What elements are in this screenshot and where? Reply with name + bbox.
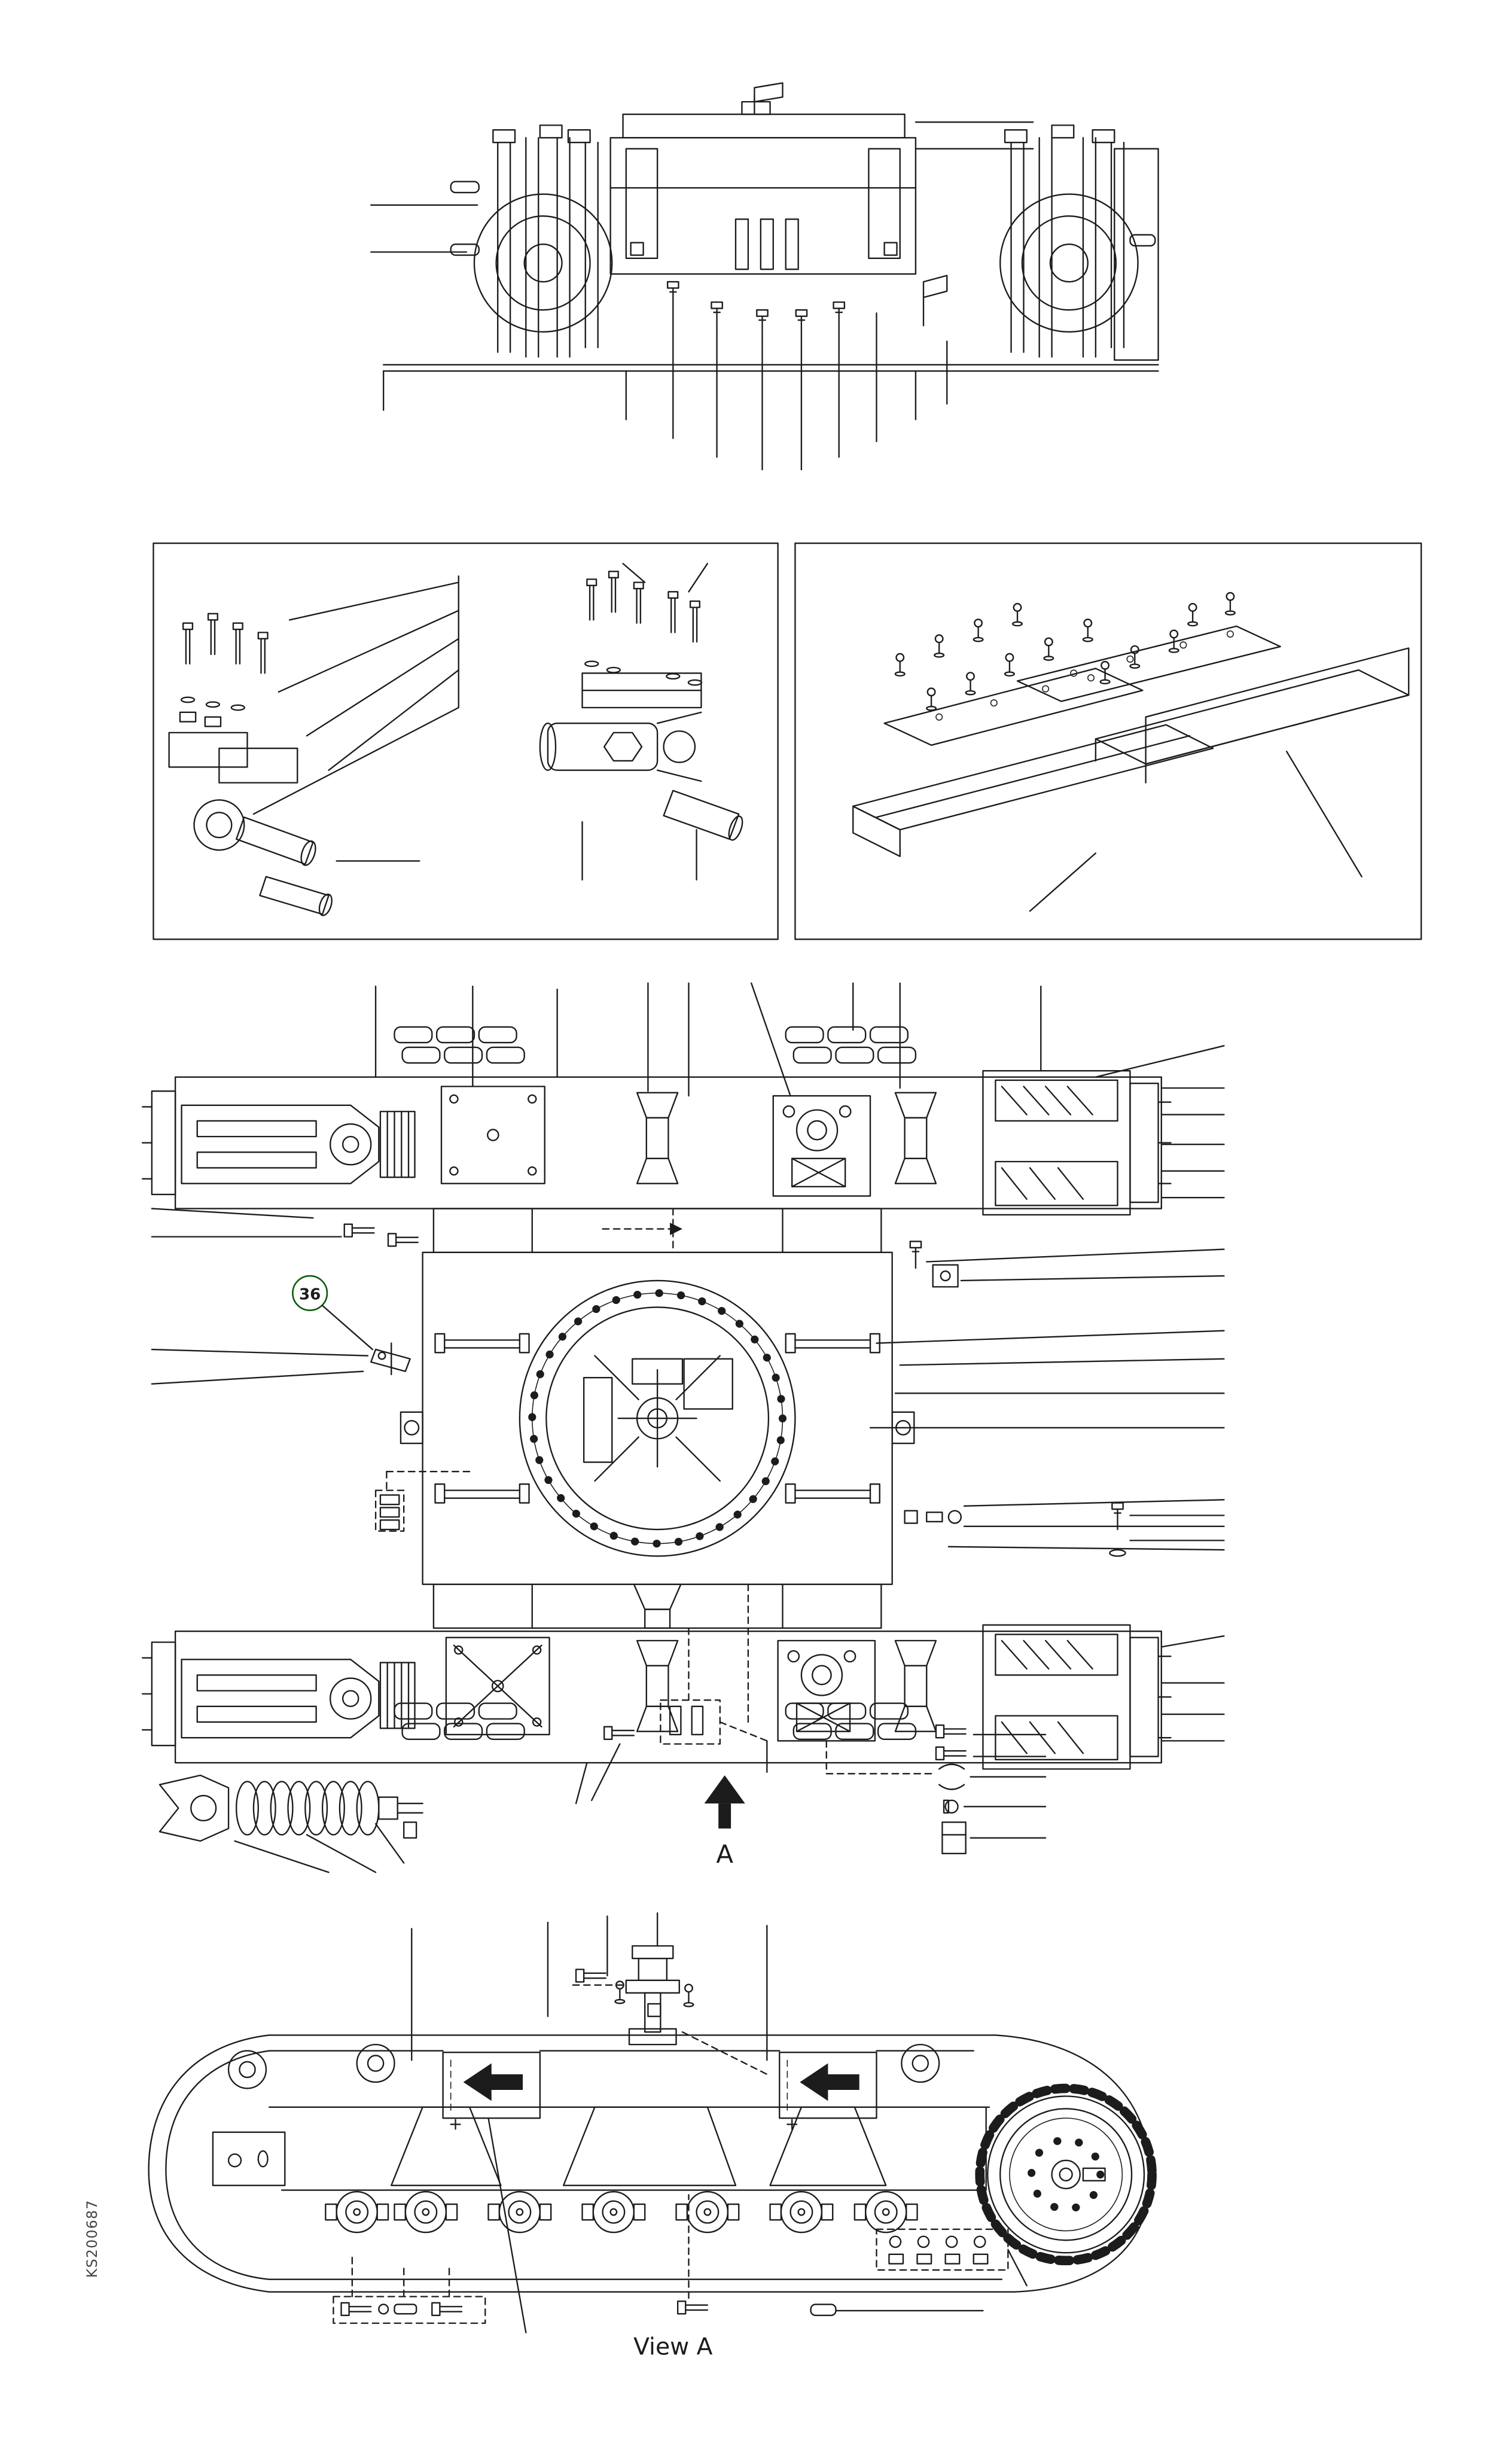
undercarriage-plan-view: 36 xyxy=(141,982,1225,1873)
front-elevation-view xyxy=(370,82,1159,471)
right-hardware xyxy=(869,1241,1225,1557)
top-side-frame xyxy=(141,1026,1225,1216)
bottom-fastener-callouts xyxy=(333,2194,984,2324)
view-direction-arrow-icon xyxy=(704,1775,745,1804)
left-roller-bogie xyxy=(450,124,613,358)
part-callout-36[interactable]: 36 xyxy=(292,1275,374,1351)
left-arrow-icon xyxy=(800,2063,859,2101)
car-body xyxy=(374,1208,915,1723)
callout-number: 36 xyxy=(299,1285,321,1303)
document-code: KS200687 xyxy=(84,2199,100,2278)
plan-top-leaders xyxy=(374,982,1042,1097)
pivot-mast xyxy=(614,1945,694,2046)
bottom-center-hardware xyxy=(575,1627,768,1805)
direction-decal-left xyxy=(442,2052,541,2130)
recoil-spring-assembly xyxy=(158,1774,423,1873)
section-arrow-marker: A xyxy=(704,1775,745,1869)
direction-decal-right xyxy=(779,2052,877,2130)
drive-sprocket xyxy=(975,2083,1157,2266)
center-frame xyxy=(609,82,917,275)
view-a-caption: View A xyxy=(633,2333,713,2360)
track-side-view: View A xyxy=(148,1912,1157,2360)
elevation-leader-lines xyxy=(625,307,948,471)
bottom-right-hardware xyxy=(825,1724,1047,1855)
track-chain-outline xyxy=(148,2034,1151,2293)
bottom-side-frame xyxy=(141,1624,1225,1770)
sprocket-hardware xyxy=(876,2228,1028,2287)
mounting-plate-detail-box xyxy=(794,543,1422,940)
side-view-leaders xyxy=(411,1912,771,2077)
track-rollers xyxy=(325,2190,918,2233)
pin-hardware-detail-box xyxy=(153,543,779,940)
slewing-ring xyxy=(519,1279,796,1557)
detail-leaders-left xyxy=(252,575,459,815)
callout-circle[interactable] xyxy=(292,1275,328,1311)
view-direction-label: A xyxy=(716,1840,733,1869)
left-pin-assembly xyxy=(151,1342,411,1385)
left-arrow-icon xyxy=(463,2063,523,2101)
track-frame xyxy=(212,2106,990,2191)
right-roller-bogie xyxy=(914,121,1159,361)
